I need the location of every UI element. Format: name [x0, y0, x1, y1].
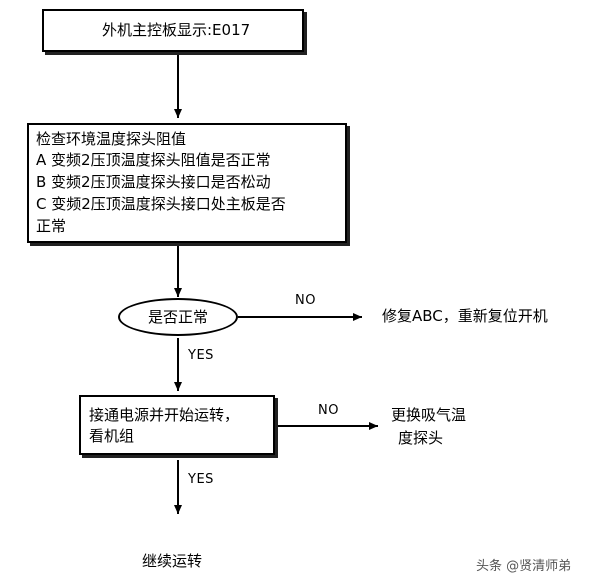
check-line-3: B 变频2压顶温度探头接口是否松动: [36, 173, 271, 191]
continue-running-text: 继续运转: [142, 552, 203, 570]
watermark: 头条 @贤清师弟: [476, 559, 572, 574]
check-sensor-box: 检查环境温度探头阻值 A 变频2压顶温度探头阻值是否正常 B 变频2压顶温度探头…: [27, 123, 347, 243]
display-error-text: 外机主控板显示:E017: [102, 21, 251, 39]
repair-restart-text: 修复ABC，重新复位开机: [382, 307, 548, 325]
check-line-5: 正常: [36, 217, 67, 235]
decision-normal: 是否正常: [118, 298, 238, 336]
decision-text: 是否正常: [148, 308, 209, 326]
replace-sensor-line-1: 更换吸气温: [391, 406, 467, 424]
check-line-2: A 变频2压顶温度探头阻值是否正常: [36, 151, 271, 169]
check-line-1: 检查环境温度探头阻值: [36, 130, 187, 148]
no-label-decision: NO: [295, 293, 316, 308]
replace-sensor-line-2: 度探头: [398, 429, 444, 447]
no-label-power: NO: [318, 403, 339, 418]
yes-label-power: YES: [188, 472, 214, 487]
power-line-2: 看机组: [89, 427, 135, 445]
yes-label-decision: YES: [188, 348, 214, 363]
display-error-box: 外机主控板显示:E017: [42, 9, 304, 52]
power-line-1: 接通电源并开始运转，: [89, 406, 240, 424]
power-on-box: 接通电源并开始运转， 看机组: [79, 395, 275, 455]
check-line-4: C 变频2压顶温度探头接口处主板是否: [36, 195, 286, 213]
